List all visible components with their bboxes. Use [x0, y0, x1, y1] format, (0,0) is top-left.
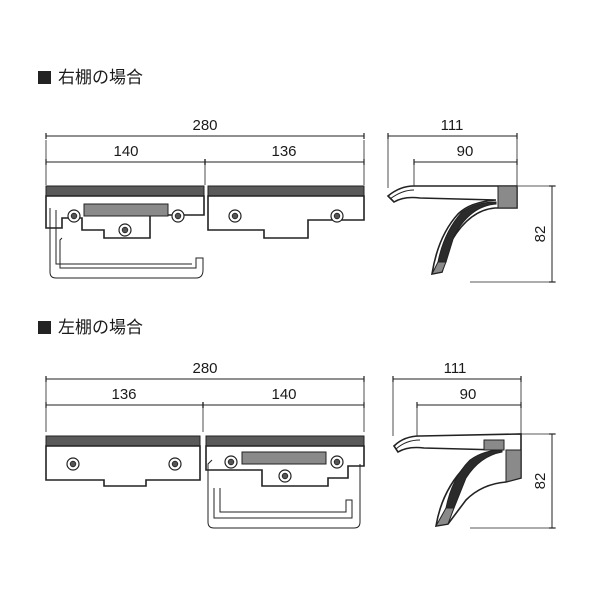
dim-left-width: 140: [113, 143, 138, 160]
side-dimensions: 111 90 82: [387, 117, 556, 283]
front-view-shelf: [45, 435, 201, 487]
front-view-shelf: [207, 185, 365, 239]
section-left-shelf: 左棚の場合 280 136 140: [38, 318, 556, 529]
section-title: 右棚の場合: [58, 68, 143, 88]
section-right-shelf: 右棚の場合 280 140 136: [38, 68, 556, 283]
dim-side-inner: 90: [460, 386, 477, 403]
paper-guide-bar: [83, 203, 169, 217]
dim-side-depth: 111: [444, 360, 467, 377]
front-dimensions: 280 136 140: [45, 360, 365, 432]
front-view-holder: [45, 185, 205, 279]
dim-right-width: 140: [271, 386, 296, 403]
dim-right-width: 136: [271, 143, 296, 160]
dim-total-width: 280: [192, 360, 217, 377]
dim-side-inner: 90: [457, 143, 474, 160]
dim-left-width: 136: [111, 386, 136, 403]
paper-guide-bar: [241, 451, 327, 465]
dim-side-depth: 111: [441, 117, 464, 134]
side-view: [392, 433, 522, 527]
dim-side-height: 82: [532, 473, 549, 490]
front-dimensions: 280 140 136: [45, 117, 365, 185]
dim-total-width: 280: [192, 117, 217, 134]
section-title: 左棚の場合: [58, 318, 143, 338]
side-dimensions: 111 90 82: [392, 360, 556, 529]
dim-side-height: 82: [532, 226, 549, 243]
section-bullet-icon: [38, 321, 51, 334]
section-bullet-icon: [38, 71, 51, 84]
front-view-holder: [205, 435, 365, 529]
side-view: [386, 185, 518, 276]
